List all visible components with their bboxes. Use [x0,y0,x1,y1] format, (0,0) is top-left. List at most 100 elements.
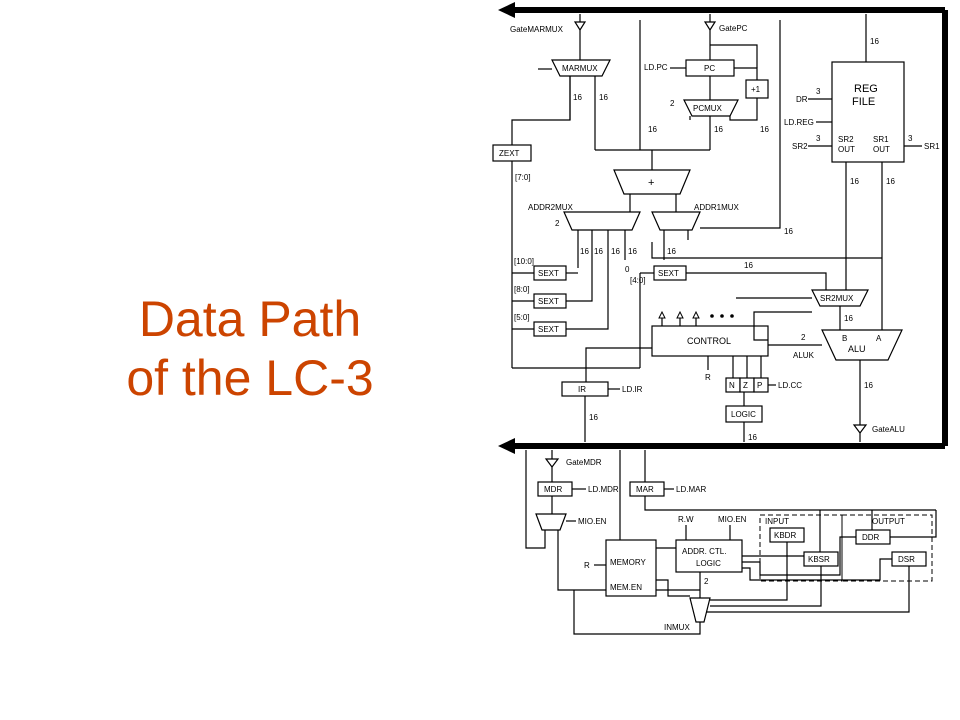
sext4-label: SEXT [658,269,679,278]
input-region [759,514,843,582]
width-pcmux-in1: 16 [648,125,657,134]
width-addr2-b: 16 [594,247,603,256]
alu-block [821,329,903,361]
memory-block [605,539,657,597]
width-addr2mux-sel: 2 [555,219,560,228]
gate-marmux-tristate [573,21,587,32]
r-memory-label: R [584,561,590,570]
kbsr-label: KBSR [808,555,830,564]
gate-pc-label: GatePC [719,24,748,33]
dr-label: DR [796,95,808,104]
addr1mux-label: ADDR1MUX [694,203,740,212]
sext1-label: SEXT [538,269,559,278]
marmux-block [551,59,611,77]
addr-ctl-label-1: ADDR. CTL. [682,547,726,556]
marmux-label: MARMUX [562,64,598,73]
width-marmux-b: 16 [599,93,608,102]
ld-mar-label: LD.MAR [676,485,706,494]
bus-top-arrow [498,2,515,18]
field-7-0: [7:0] [515,173,531,182]
width-inmux-sel: 2 [704,577,709,586]
plus-one-label: +1 [751,85,761,94]
gate-alu-tristate [852,424,868,434]
width-addr1-a: 16 [667,247,676,256]
gate-mdr-label: GateMDR [566,458,602,467]
ld-mdr-label: LD.MDR [588,485,619,494]
adder-label: + [648,177,654,189]
gate-marmux-label: GateMARMUX [510,25,564,34]
reg-file-label-2: FILE [852,96,875,108]
width-ir-in: 16 [589,413,598,422]
addr2mux-label: ADDR2MUX [528,203,574,212]
width-sext4: 16 [744,261,753,270]
title-line-1: Data Path [138,291,362,347]
field-4-0: [4:0] [630,276,646,285]
kbdr-label: KBDR [774,531,796,540]
ld-pc-label: LD.PC [644,63,668,72]
sext2-label: SEXT [538,297,559,306]
width-logic-in: 16 [748,433,757,442]
gate-pc-tristate [703,21,717,32]
width-sr2: 3 [816,134,821,143]
width-dr: 3 [816,87,821,96]
width-regfile-in: 16 [870,37,879,46]
slide-title: Data Path of the LC-3 [70,290,430,408]
mio-en-left-label: MIO.EN [578,517,607,526]
p-label: P [757,381,762,390]
sr2-out-label-1: SR2 [838,135,854,144]
r-w-label: R.W [678,515,694,524]
output-region [841,514,933,582]
dsr-label: DSR [898,555,915,564]
mar-label: MAR [636,485,654,494]
width-pcmux-in2: 16 [714,125,723,134]
sr1-out-label-1: SR1 [873,135,889,144]
ddr-label: DDR [862,533,880,542]
field-10-0: [10:0] [514,257,534,266]
inmux-block [689,597,711,623]
title-line-2: of the LC-3 [126,350,374,406]
width-addr2-c: 16 [611,247,620,256]
adder-block [613,169,691,195]
field-8-0: [8:0] [514,285,530,294]
sr2-out-label-2: OUT [838,145,855,154]
width-addr2-a: 16 [580,247,589,256]
gate-alu-label: GateALU [872,425,905,434]
mio-en-mux [535,513,567,531]
const-zero: 0 [625,265,630,274]
alu-input-b-label: B [842,334,847,343]
zext-label: ZEXT [499,149,520,158]
gate-mdr-tristate [544,458,560,468]
pc-label: PC [704,64,715,73]
sr1-out-label-2: OUT [873,145,890,154]
pcmux-label: PCMUX [693,104,723,113]
control-block [651,325,769,357]
addr1mux-block [651,211,701,231]
width-sr1out: 16 [886,177,895,186]
input-label: INPUT [765,517,789,526]
ir-label: IR [578,385,586,394]
addr2mux-block [563,211,641,231]
sr2mux-label: SR2MUX [820,294,854,303]
memory-label: MEMORY [610,558,647,567]
sext3-label: SEXT [538,325,559,334]
r-control-label: R [705,373,711,382]
mio-en-right-label: MIO.EN [718,515,747,524]
width-sr2out: 16 [850,177,859,186]
reg-file-block [831,61,905,163]
control-label: CONTROL [687,336,731,346]
alu-input-a-label: A [876,334,882,343]
logic-label: LOGIC [731,410,756,419]
mem-en-label: MEM.EN [610,583,642,592]
width-aluk: 2 [801,333,806,342]
alu-label: ALU [848,344,866,354]
width-pcmux-in3: 16 [760,125,769,134]
sr2mux-block [811,289,869,307]
z-label: Z [743,381,748,390]
width-sr1: 3 [908,134,913,143]
width-pcmux-sel: 2 [670,99,675,108]
ld-ir-label: LD.IR [622,385,643,394]
output-label: OUTPUT [872,517,905,526]
reg-file-label-1: REG [854,83,878,95]
sr2-label: SR2 [792,142,808,151]
inmux-label: INMUX [664,623,690,632]
